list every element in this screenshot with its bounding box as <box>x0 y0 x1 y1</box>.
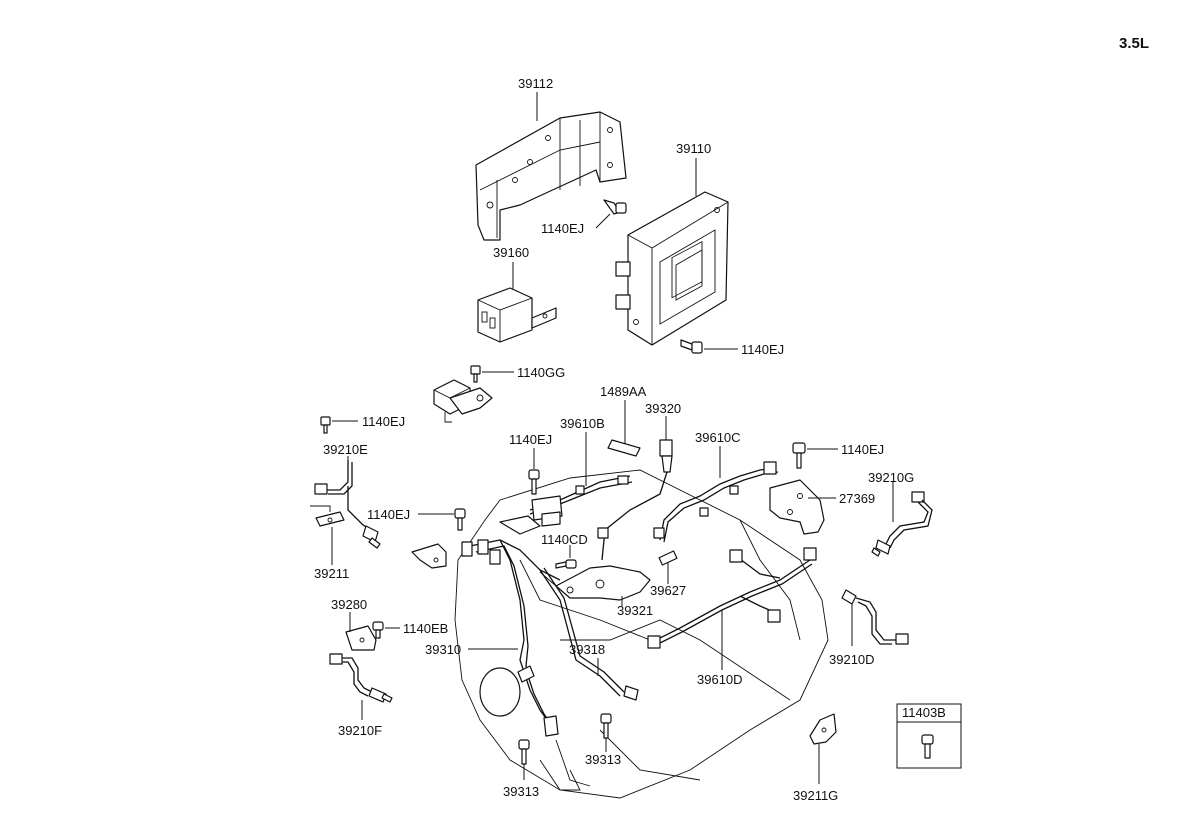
oxygen-sensor-39210f[interactable] <box>329 653 393 703</box>
clip-1489aa[interactable] <box>607 439 641 457</box>
label-39110: 39110 <box>676 141 711 156</box>
bolt-1140ej-harness-icon[interactable] <box>528 469 540 495</box>
label-39310: 39310 <box>425 642 461 657</box>
label-39210f: 39210F <box>338 723 382 738</box>
label-39210e: 39210E <box>323 442 368 457</box>
label-1140ej-harness: 1140EJ <box>509 432 552 447</box>
bolt-39313-left-icon[interactable] <box>518 739 530 765</box>
label-39610d: 39610D <box>697 672 743 687</box>
oxygen-sensor-39210g[interactable] <box>871 491 933 557</box>
wire-39318[interactable] <box>539 567 639 701</box>
label-1140ej-upper: 1140EJ <box>541 221 584 236</box>
part-39627[interactable] <box>658 550 678 566</box>
label-1140gg: 1140GG <box>517 365 565 380</box>
label-1140ej-mid: 1140EJ <box>367 507 410 522</box>
bolt-39313-right-icon[interactable] <box>600 713 612 739</box>
bracket-39211[interactable] <box>315 511 345 527</box>
label-39210g: 39210G <box>868 470 914 485</box>
label-1140ej-right: 1140EJ <box>841 442 884 457</box>
label-1140cd: 1140CD <box>541 532 588 547</box>
label-39280: 39280 <box>331 597 367 612</box>
engine-control-module[interactable] <box>615 191 729 346</box>
bolt-1140ej-left-icon[interactable] <box>320 416 331 434</box>
sensor-39320[interactable] <box>597 439 673 561</box>
label-39160: 39160 <box>493 245 529 260</box>
wiring-harness-39610b[interactable] <box>499 475 633 535</box>
label-1140ej-left: 1140EJ <box>362 414 405 429</box>
label-39313-left: 39313 <box>503 784 539 799</box>
label-1489aa: 1489AA <box>600 384 647 399</box>
oxygen-sensor-39210e[interactable] <box>310 460 381 549</box>
label-39211: 39211 <box>314 566 349 581</box>
bracket-39211g[interactable] <box>809 713 837 745</box>
engine-block-outline <box>454 469 829 799</box>
sensor-with-bracket[interactable] <box>433 379 493 423</box>
bolt-1140ej-ecu-icon[interactable] <box>680 339 703 354</box>
ecu-mounting-bracket[interactable] <box>475 111 627 241</box>
harness-bracket-small[interactable] <box>411 543 447 569</box>
label-39321: 39321 <box>617 603 653 618</box>
relay-39160[interactable] <box>477 287 557 343</box>
engine-spec-label: 3.5L <box>1119 35 1149 52</box>
bolt-11403b-icon[interactable] <box>921 734 934 759</box>
bolt-1140gg-icon[interactable] <box>470 365 481 383</box>
label-27369: 27369 <box>839 491 875 506</box>
label-39313-right: 39313 <box>585 752 621 767</box>
label-39210d: 39210D <box>829 652 875 667</box>
wiring-harness-39610d[interactable] <box>647 547 817 649</box>
bolt-1140eb-icon[interactable] <box>372 621 384 639</box>
label-39318: 39318 <box>569 642 605 657</box>
bracket-27369[interactable] <box>769 479 825 535</box>
label-39112: 39112 <box>518 76 553 91</box>
label-39627: 39627 <box>650 583 686 598</box>
label-39610c: 39610C <box>695 430 741 445</box>
bolt-1140cd-icon[interactable] <box>555 559 577 569</box>
label-11403b: 11403B <box>902 705 946 720</box>
bolt-1140ej-right-icon[interactable] <box>792 442 806 469</box>
label-1140eb: 1140EB <box>403 621 448 636</box>
bracket-39280[interactable] <box>345 625 377 651</box>
label-1140ej-ecu: 1140EJ <box>741 342 784 357</box>
label-39320: 39320 <box>645 401 681 416</box>
label-39610b: 39610B <box>560 416 605 431</box>
label-39211g: 39211G <box>793 788 838 803</box>
wiring-harness-39310[interactable] <box>461 539 561 737</box>
bolt-1140ej-mid-icon[interactable] <box>454 508 466 531</box>
bolt-1140ej-upper-icon[interactable] <box>603 199 627 215</box>
wiring-harness-39610c[interactable] <box>653 461 779 543</box>
